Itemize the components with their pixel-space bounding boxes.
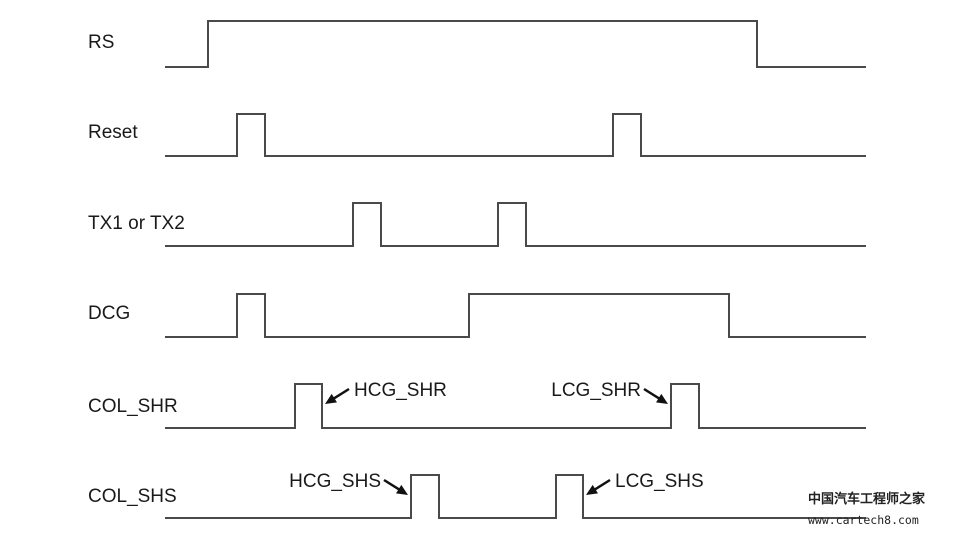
annotation-label: LCG_SHR: [551, 380, 641, 401]
annotation-label: HCG_SHS: [289, 471, 381, 492]
annotation-lcg-shs: LCG_SHS: [586, 471, 704, 495]
signal-label-tx1-or-tx2: TX1 or TX2: [88, 213, 185, 234]
waveform-col-shr: [165, 383, 866, 429]
watermark-url: www.cartech8.com: [808, 513, 919, 527]
arrow-head-icon: [656, 393, 668, 404]
watermark: 中国汽车工程师之家 www.cartech8.com: [808, 491, 926, 527]
waveform-tx1-or-tx2: [165, 202, 866, 247]
annotation-hcg-shs: HCG_SHS: [289, 471, 408, 495]
arrow-head-icon: [396, 484, 408, 495]
signal-label-dcg: DCG: [88, 303, 130, 324]
watermark-title: 中国汽车工程师之家: [808, 491, 926, 507]
waveform-rs: [165, 20, 866, 68]
waveforms: [165, 20, 866, 519]
signal-label-col-shs: COL_SHS: [88, 486, 177, 507]
annotation-lcg-shr: LCG_SHR: [551, 380, 668, 404]
waveform-col-shs: [165, 474, 866, 519]
arrow-head-icon: [325, 393, 337, 404]
signal-label-rs: RS: [88, 32, 114, 53]
waveform-dcg: [165, 293, 866, 338]
annotation-label: HCG_SHR: [354, 380, 447, 401]
annotations: HCG_SHR LCG_SHR HCG_SHS LCG_SHS: [289, 380, 704, 495]
waveform-reset: [165, 113, 866, 157]
signal-label-col-shr: COL_SHR: [88, 396, 178, 417]
annotation-label: LCG_SHS: [615, 471, 704, 492]
arrow-head-icon: [586, 484, 598, 495]
annotation-hcg-shr: HCG_SHR: [325, 380, 447, 404]
signal-label-reset: Reset: [88, 122, 138, 143]
